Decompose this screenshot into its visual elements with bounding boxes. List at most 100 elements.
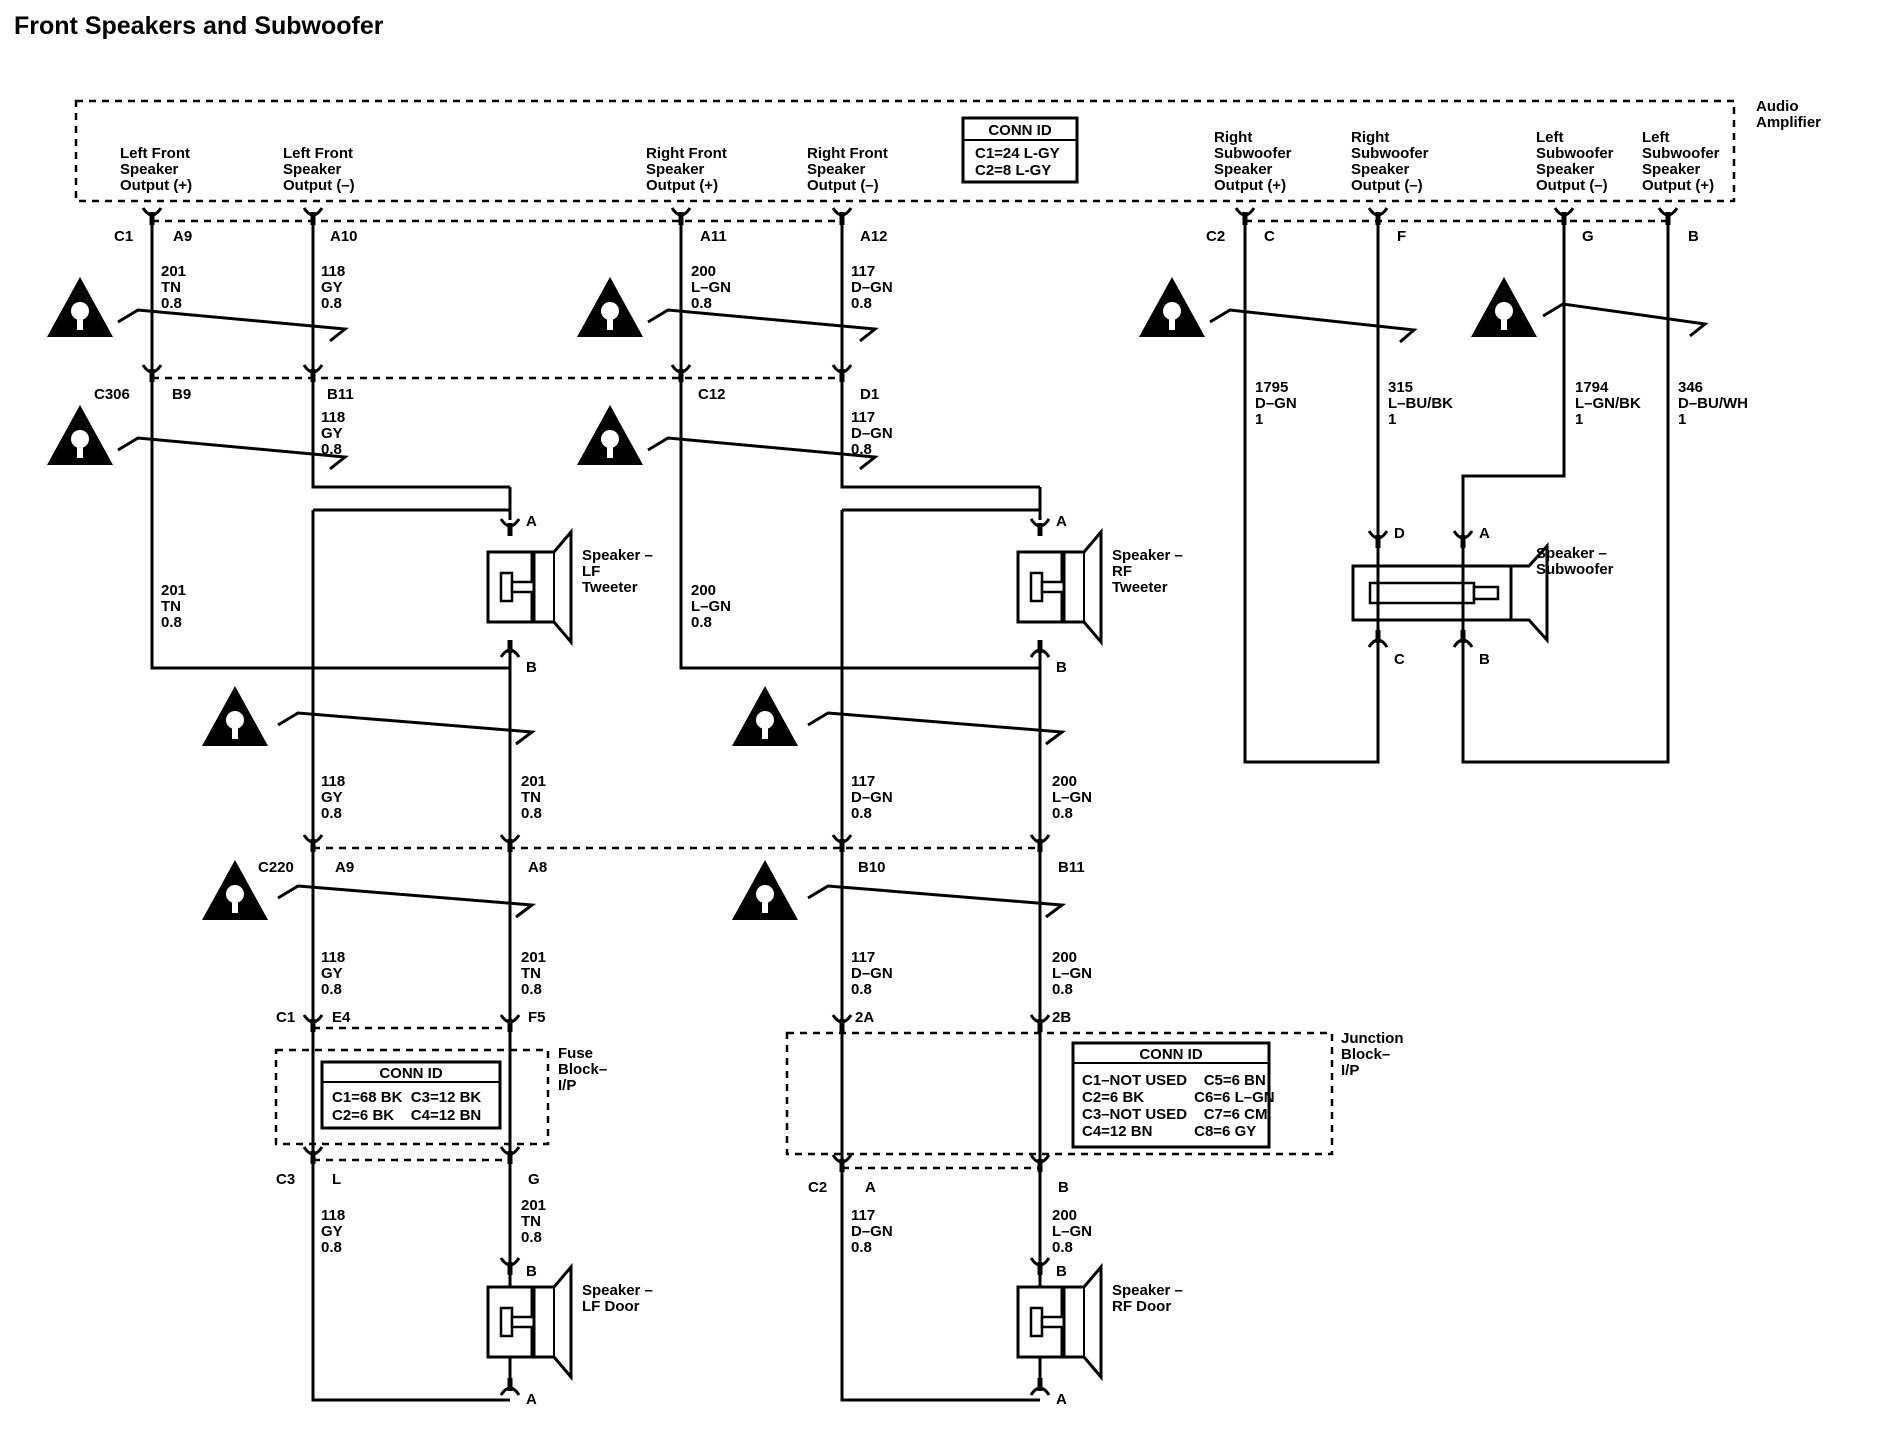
wire-200-c-line-1: 200 [1052,773,1077,790]
wire-1795-line-2: D–GN [1255,395,1297,412]
wire-117-a-line-1: 117 [851,263,875,280]
junction-conn-id-heading: CONN ID [1139,1046,1203,1063]
fuse-conn-id-heading: CONN ID [379,1065,443,1082]
fuse-conn-id-line-1: C1=68 BK C3=12 BK [332,1089,481,1106]
c220-label: C220 [258,859,294,876]
pin-d1: D1 [860,386,879,403]
block-input-terminal-1 [302,1014,324,1032]
lf-tweeter-pin-a: A [526,513,537,530]
connector-dashes [152,219,1668,1170]
lf-door-pin-b: B [526,1263,537,1280]
pin-c220-b10: B10 [858,859,886,876]
wire-117-c-line-1: 117 [851,773,875,790]
wire-1794-line-2: L–GN/BK [1575,395,1641,412]
wire-117-e-line-1: 117 [851,1207,875,1224]
output-rs-pos-line-3: Speaker [1214,161,1273,178]
c220-terminal-2 [499,834,521,852]
wire-201-c-line-2: TN [521,789,541,806]
wire-117-c-line-3: 0.8 [851,805,872,822]
output-ls-pos-line-4: Output (+) [1642,177,1714,194]
jb-label-line-3: I/P [1341,1062,1359,1079]
wire-117-a-line-3: 0.8 [851,295,872,312]
wire-118-b-line-2: GY [321,425,343,442]
amp-conn-id-table: CONN ID C1=24 L-GY C2=8 L-GY [961,116,1079,184]
wire-117-d-line-1: 117 [851,949,875,966]
warning-icon-7 [202,686,268,746]
wire-200-a-line-3: 0.8 [691,295,712,312]
speaker-lf-door: Speaker –LF Door [486,1262,653,1382]
wire-200-e-line-2: L–GN [1052,1223,1092,1240]
pin-c220-a8: A8 [528,859,547,876]
wire-200-d-line-1: 200 [1052,949,1077,966]
rf-door-pin-b: B [1056,1263,1067,1280]
warning-icon-8 [732,686,798,746]
speaker-rf-tweeter-label-line-2: RF [1112,563,1132,580]
fuse-block-box: CONN ID C1=68 BK C3=12 BK C2=6 BK C4=12 … [274,1048,550,1146]
amp-terminal-5 [1234,207,1256,225]
break-line-5 [117,436,349,471]
wire-117-d-line-2: D–GN [851,965,893,982]
speaker-terminal-top-4 [1452,530,1474,548]
output-ls-neg-line-1: Left [1536,129,1564,146]
speaker-rf-tweeter-label-line-1: Speaker – [1112,547,1183,564]
output-rs-neg-line-1: Right [1351,129,1389,146]
amp-conn-id-line-2: C2=8 L-GY [975,162,1051,179]
wire-201-e-line-2: TN [521,1213,541,1230]
wire-315-line-1: 315 [1388,379,1413,396]
speaker-terminal-bottom-5 [499,1378,521,1396]
wire-118-e-line-3: 0.8 [321,1239,342,1256]
amp-label-line-2: Amplifier [1756,114,1821,131]
wire-200-a-line-2: L–GN [691,279,731,296]
output-rs-neg-line-3: Speaker [1351,161,1410,178]
pin-c220-a9: A9 [335,859,354,876]
speaker-lf-door-label-line-2: LF Door [582,1298,640,1315]
output-lf-neg-line-3: Output (–) [283,177,355,194]
output-ls-pos-line-3: Speaker [1642,161,1701,178]
wire-118-c-line-1: 118 [321,773,345,790]
speaker-terminal-bottom-2 [1029,640,1051,658]
wire-201-b-line-2: TN [161,598,181,615]
speaker-subwoofer-label-line-2: Subwoofer [1536,561,1614,578]
break-line-3 [1209,308,1418,344]
junction-conn-id-line-2: C2=6 BK C6=6 L–GN [1082,1089,1275,1106]
c220-terminal-4 [1029,834,1051,852]
amp-terminal-7 [1553,207,1575,225]
pin-e4: E4 [332,1009,351,1026]
wire-118-e-line-2: GY [321,1223,343,1240]
pin-2a: 2A [855,1009,874,1026]
speaker-lf-door-label-line-1: Speaker – [582,1282,653,1299]
output-rs-pos-line-2: Subwoofer [1214,145,1292,162]
output-rs-neg-line-2: Subwoofer [1351,145,1429,162]
c306-label: C306 [94,386,130,403]
wire-201-a-line-1: 201 [161,263,186,280]
jb-label-line-2: Block– [1341,1046,1390,1063]
wire-201-c-line-3: 0.8 [521,805,542,822]
amp-label-line-1: Audio [1756,98,1799,115]
speaker-rf-door-label-line-1: Speaker – [1112,1282,1183,1299]
fb-c1-label: C1 [276,1009,295,1026]
pin-c12: C12 [698,386,726,403]
warning-icon-2 [577,277,643,337]
output-lf-neg-line-1: Left Front [283,145,353,162]
wire-117-c-line-2: D–GN [851,789,893,806]
lf-door-pin-a: A [526,1391,537,1408]
wire-117-b-line-1: 117 [851,409,875,426]
wire-117-a-line-2: D–GN [851,279,893,296]
warning-icons [47,277,1537,920]
amp-terminal-4 [831,207,853,225]
speaker-terminal-top-6 [1029,1257,1051,1275]
junction-conn-id-line-4: C4=12 BN C8=6 GY [1082,1123,1256,1140]
output-lf-pos-line-2: Speaker [120,161,179,178]
wire-200-b-line-1: 200 [691,582,716,599]
break-line-1 [117,308,349,343]
block-input-terminal-4 [1029,1014,1051,1032]
pin-a9: A9 [173,228,192,245]
wire-118-b-line-1: 118 [321,409,345,426]
wire-117-e-line-2: D–GN [851,1223,893,1240]
amp-terminal-8 [1657,207,1679,225]
speaker-subwoofer-label-line-1: Speaker – [1536,545,1607,562]
speaker-lf-tweeter-label-line-1: Speaker – [582,547,653,564]
break-line-2 [647,308,879,343]
wire-201-c-line-1: 201 [521,773,546,790]
